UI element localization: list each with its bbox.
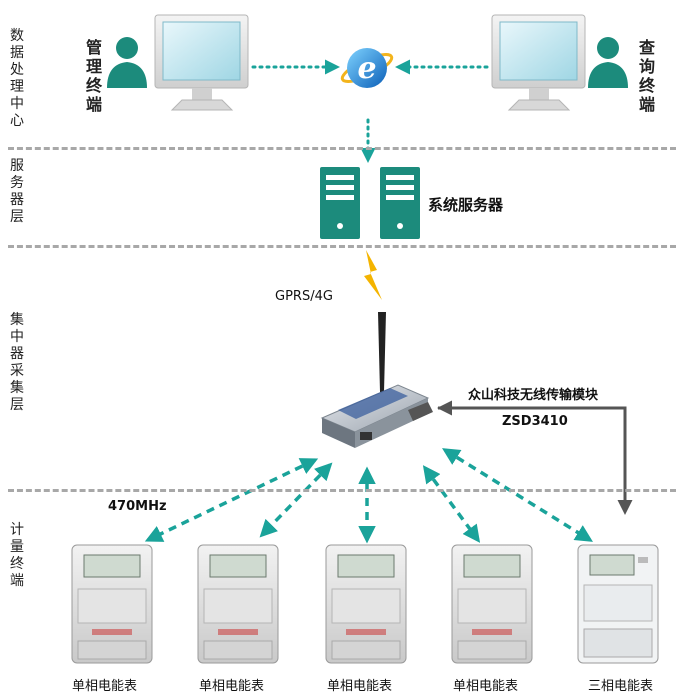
single-phase-meter-2	[197, 544, 279, 664]
layer-label-collector: 集中器采集层	[10, 312, 24, 413]
meter-label-4: 单相电能表	[453, 679, 519, 694]
query-monitor-icon	[491, 14, 586, 111]
server-icon	[320, 167, 420, 239]
single-phase-meter-3	[325, 544, 407, 664]
meter-label-5: 三相电能表	[588, 679, 654, 694]
meter-label-3: 单相电能表	[327, 679, 393, 694]
query-user-icon	[588, 37, 628, 88]
svg-text:e: e	[357, 51, 376, 86]
radio-link-2	[259, 462, 333, 538]
radio-link-5	[442, 448, 593, 542]
internet-explorer-icon: e	[340, 48, 394, 88]
radio-link-4	[422, 465, 481, 543]
divider-3	[8, 489, 676, 492]
gateway-module-icon	[320, 312, 433, 448]
meter-label-1: 单相电能表	[72, 679, 138, 694]
divider-1	[8, 147, 676, 150]
layer-label-server: 服务器层	[10, 158, 24, 225]
uplink-label: GPRS/4G	[275, 289, 333, 304]
single-phase-meter-1	[71, 544, 153, 664]
meter-label-2: 单相电能表	[199, 679, 265, 694]
admin-monitor-icon	[154, 14, 249, 111]
radio-link-1	[144, 458, 319, 542]
admin-user-icon	[107, 37, 147, 88]
admin-terminal-label: 管理终端	[85, 38, 102, 114]
query-terminal-label: 查询终端	[638, 38, 655, 114]
divider-2	[8, 245, 676, 248]
module-model-label: ZSD3410	[502, 414, 568, 429]
layer-label-data-center: 数据处理中心	[10, 28, 24, 129]
layer-label-metering: 计量终端	[10, 522, 24, 589]
radio-frequency-label: 470MHz	[108, 499, 167, 514]
module-callout-arrow	[437, 400, 633, 515]
three-phase-meter	[577, 544, 659, 664]
single-phase-meter-4	[451, 544, 533, 664]
module-name-label: 众山科技无线传输模块	[468, 388, 599, 403]
lightning-icon	[364, 250, 382, 300]
server-label: 系统服务器	[428, 196, 504, 214]
